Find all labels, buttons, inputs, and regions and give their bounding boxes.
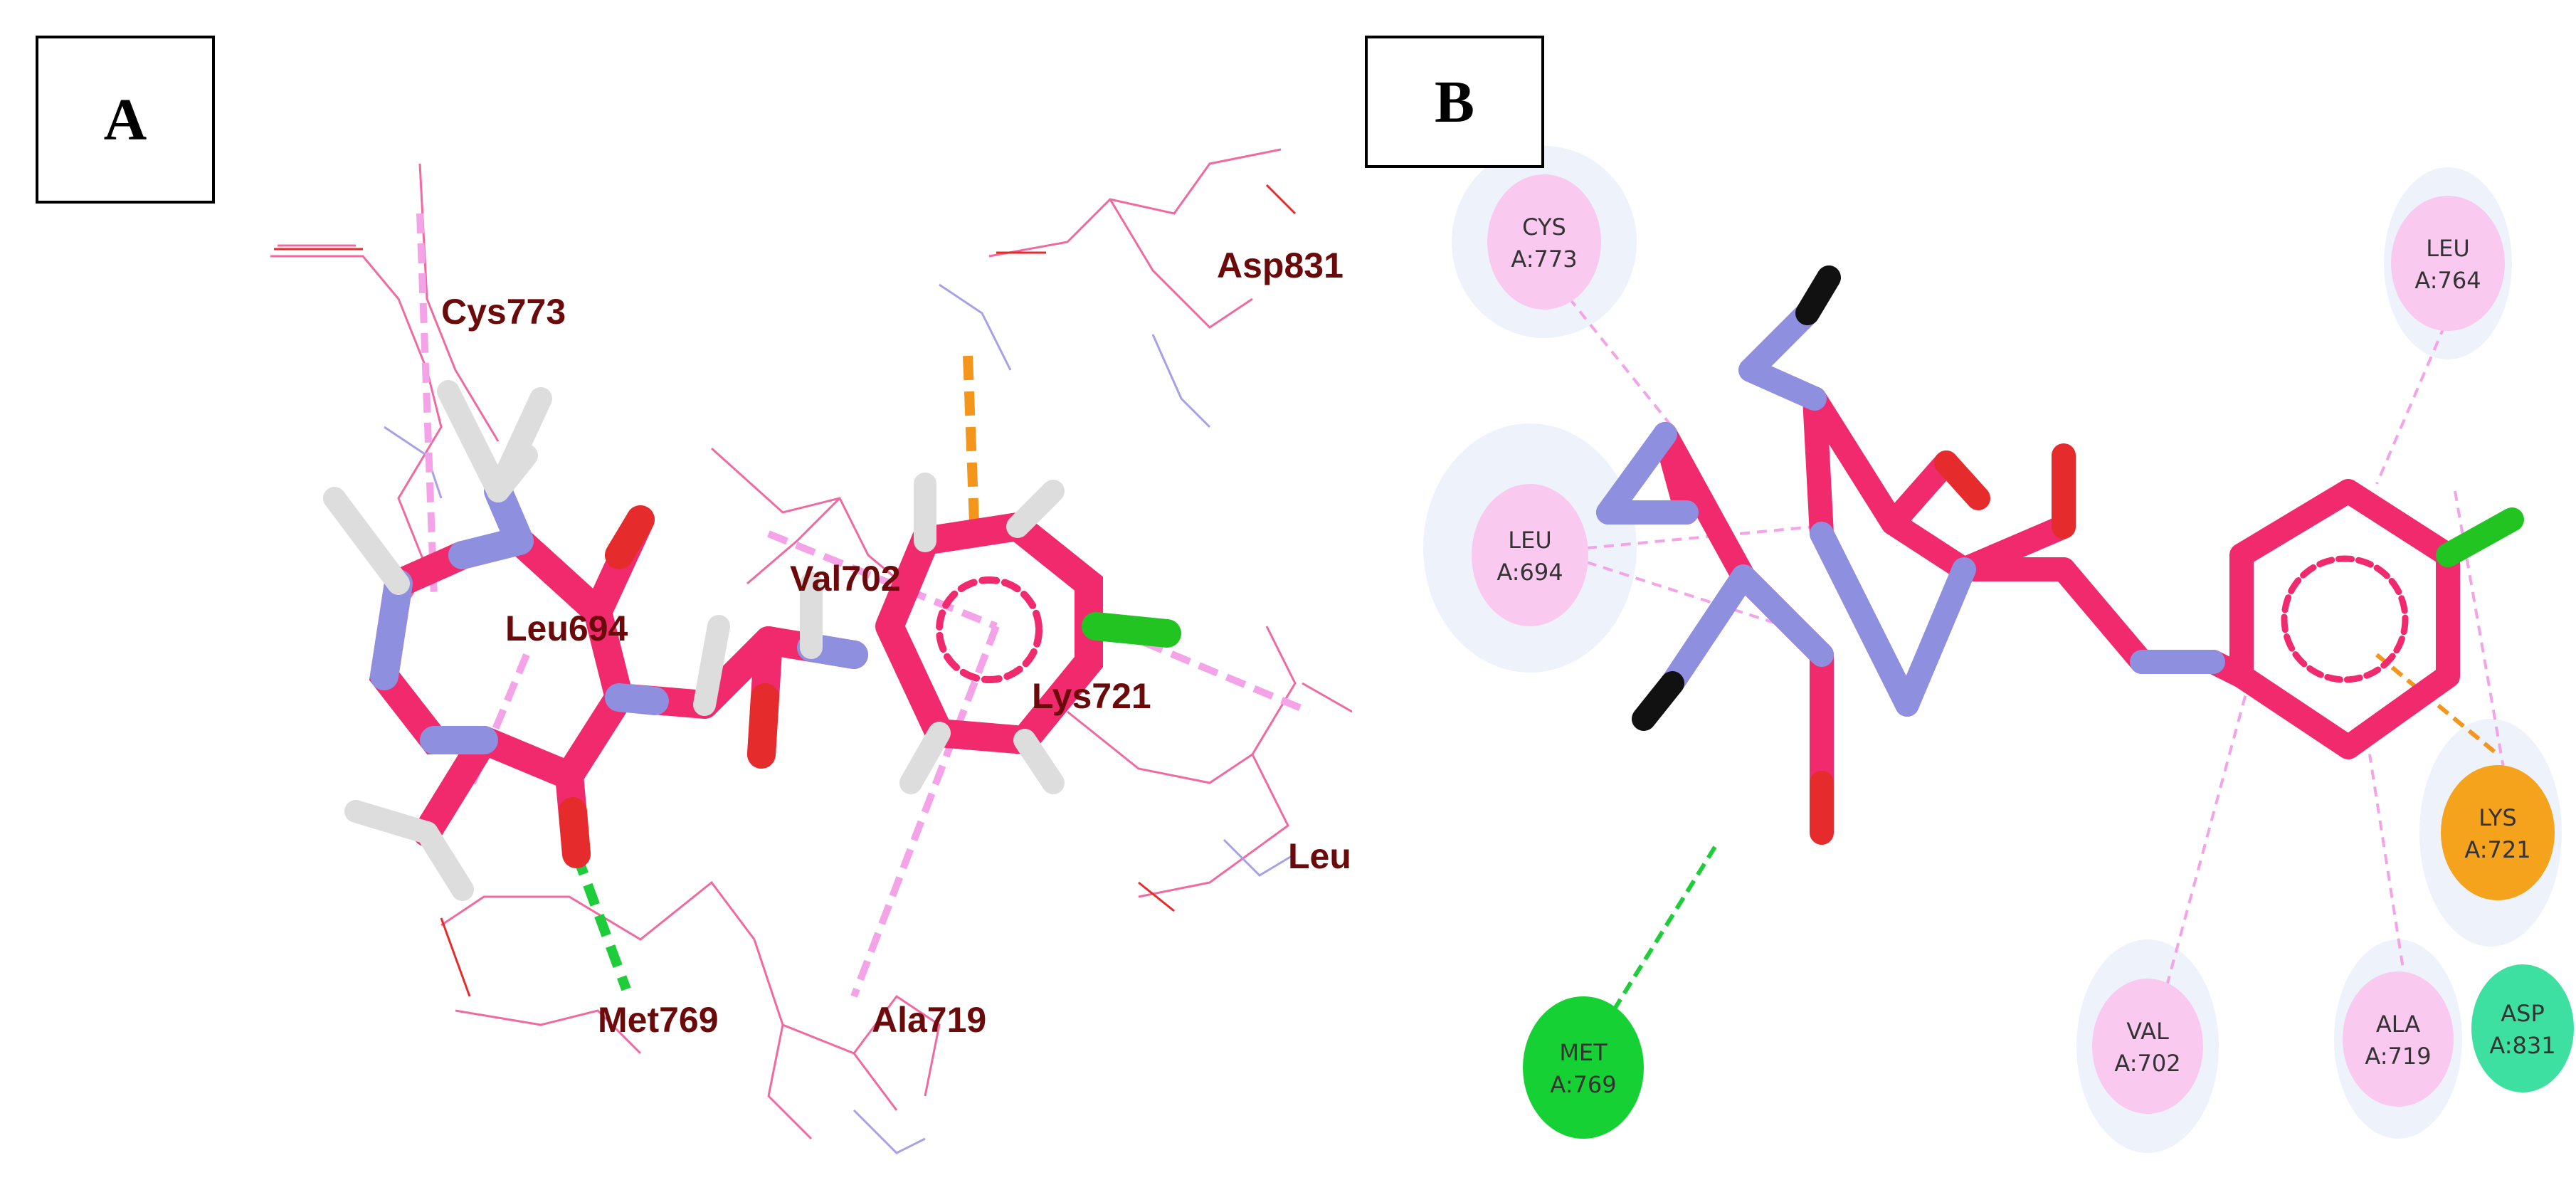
panel-b-label-box: B — [1365, 36, 1544, 168]
residue-disc-leu764: LEU A:764 — [2391, 196, 2505, 331]
ligand-sticks — [323, 380, 1181, 901]
svg-text:A:769: A:769 — [1550, 1071, 1616, 1098]
res-label-leu694: Leu694 — [505, 609, 628, 648]
h-bond-dash-a — [571, 852, 631, 991]
svg-text:A:694: A:694 — [1496, 559, 1563, 586]
h-bond-dash-b — [1603, 846, 1717, 1026]
ligand-2d — [1596, 265, 2524, 845]
residue-disc-cys773: CYS A:773 — [1487, 174, 1601, 310]
res-label-val702: Val702 — [790, 559, 901, 599]
residue-disc-val702: VAL A:702 — [2092, 979, 2203, 1114]
res-label-asp831: Asp831 — [1217, 246, 1344, 285]
svg-text:LEU: LEU — [1508, 527, 1551, 554]
residue-disc-lys721: LYS A:721 — [2441, 765, 2555, 900]
svg-text:A:702: A:702 — [2114, 1050, 2180, 1077]
res-label-leu764: Leu764 — [1288, 836, 1352, 876]
pi-alkyl-dashes-b — [1557, 283, 2506, 986]
panel-b-scene: CYS A:773 LEU A:764 LEU A:694 LYS A:721 … — [1423, 146, 2574, 1153]
panel-b-2d-map: CYS A:773 LEU A:764 LEU A:694 LYS A:721 … — [1352, 0, 2576, 1180]
svg-text:A:831: A:831 — [2489, 1032, 2555, 1059]
svg-text:ALA: ALA — [2376, 1011, 2420, 1038]
svg-text:A:719: A:719 — [2365, 1043, 2431, 1070]
res-label-cys773: Cys773 — [441, 292, 566, 332]
res-label-met769: Met769 — [598, 1000, 719, 1040]
protein-wireframe — [270, 148, 1352, 1140]
svg-text:VAL: VAL — [2126, 1018, 2169, 1045]
panel-a-3d-pose: Cys773 Asp831 Leu694 Val702 Lys721 Leu76… — [36, 36, 1352, 1154]
res-label-lys721: Lys721 — [1032, 676, 1151, 716]
svg-text:LYS: LYS — [2479, 804, 2516, 831]
svg-text:CYS: CYS — [1522, 214, 1566, 241]
panel-a-label-box: A — [36, 36, 215, 204]
residue-disc-asp831: ASP A:831 — [2471, 964, 2574, 1092]
svg-text:A:773: A:773 — [1511, 246, 1577, 273]
svg-text:MET: MET — [1559, 1039, 1608, 1066]
residue-disc-ala719: ALA A:719 — [2343, 971, 2454, 1107]
panel-b-label: B — [1434, 68, 1475, 135]
residue-disc-leu694: LEU A:694 — [1472, 484, 1588, 626]
residue-disc-met769: MET A:769 — [1523, 996, 1644, 1139]
panel-a-label: A — [103, 86, 147, 153]
pi-cation-dash-b — [2375, 653, 2499, 757]
pi-cation-dash-a — [963, 355, 980, 542]
protein-wireframe-red — [274, 184, 1297, 997]
res-label-ala719: Ala719 — [872, 1000, 986, 1040]
svg-text:LEU: LEU — [2426, 235, 2469, 262]
svg-text:A:764: A:764 — [2414, 267, 2481, 294]
svg-text:A:721: A:721 — [2464, 836, 2530, 863]
svg-text:ASP: ASP — [2501, 1000, 2545, 1027]
panel-a-scene: Cys773 Asp831 Leu694 Val702 Lys721 Leu76… — [270, 148, 1352, 1154]
